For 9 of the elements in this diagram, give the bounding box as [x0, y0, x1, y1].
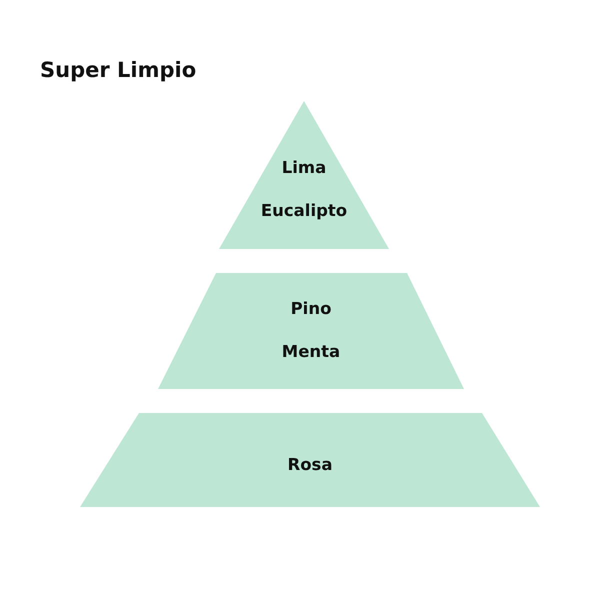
tier-label: Menta [282, 342, 340, 362]
tier-label: Lima [282, 158, 326, 178]
pyramid-tier [158, 273, 464, 389]
tier-label: Eucalipto [260, 201, 348, 221]
pyramid-tier [80, 413, 540, 507]
tier-label: Pino [290, 299, 332, 319]
pyramid-tier [219, 101, 389, 249]
title: Super Limpio [40, 57, 196, 84]
tier-label: Rosa [288, 455, 332, 475]
